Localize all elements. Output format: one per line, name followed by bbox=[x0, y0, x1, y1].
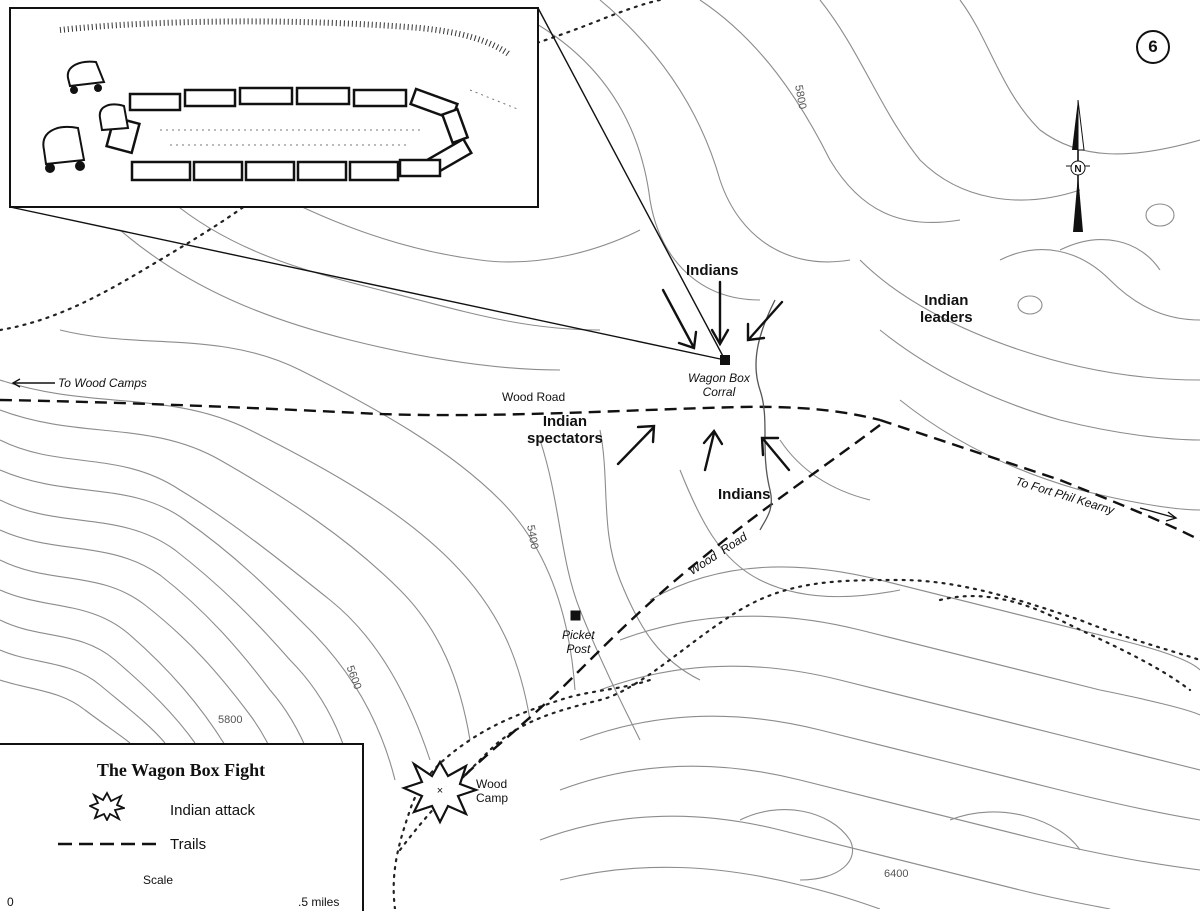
label-indians-north: Indians bbox=[686, 262, 739, 279]
scale-start: 0 bbox=[7, 895, 14, 909]
corral-creek bbox=[755, 299, 776, 531]
arrow-to-wood-camps bbox=[11, 378, 55, 388]
scale-title: Scale bbox=[143, 873, 174, 887]
legend-label-trails: Trails bbox=[170, 836, 207, 853]
label-indian-spectators: Indian spectators bbox=[527, 413, 603, 447]
wood-road-trail bbox=[0, 398, 881, 422]
wood-road-diagonal-trail bbox=[454, 424, 881, 786]
label-wood-road-upper: Wood Road bbox=[502, 390, 566, 404]
corral-inset bbox=[9, 7, 539, 208]
explosion-icon: × bbox=[400, 759, 480, 825]
arrow-indians-north-left bbox=[661, 288, 698, 350]
legend-label-indian-attack: Indian attack bbox=[170, 802, 256, 819]
arrow-indians-north-right bbox=[746, 300, 784, 342]
picket-post-marker bbox=[570, 610, 581, 621]
label-indian-leaders: Indian leaders bbox=[920, 292, 973, 326]
arrow-indians-north-center bbox=[710, 280, 730, 347]
scale-end: .5 miles bbox=[298, 895, 340, 909]
direction-arrows bbox=[11, 378, 1178, 522]
label-picket-post: Picket Post bbox=[562, 628, 595, 656]
wagon-box-corral-marker bbox=[720, 355, 730, 365]
north-arrow-icon: N bbox=[1066, 99, 1090, 232]
legend-explosion-icon bbox=[89, 791, 125, 821]
label-to-wood-camps: To Wood Camps bbox=[58, 376, 147, 390]
legend-trail-line-icon bbox=[58, 842, 158, 846]
contour-label: 6400 bbox=[884, 868, 909, 880]
arrow-spectators bbox=[616, 424, 656, 466]
attack-arrows bbox=[616, 280, 791, 472]
contour-label: 5800 bbox=[218, 714, 243, 726]
legend-title: The Wagon Box Fight bbox=[96, 760, 266, 780]
arrow-to-fort-phil-kearny bbox=[1139, 507, 1178, 522]
label-wood-camp: Wood Camp bbox=[476, 777, 509, 805]
inset-leader-lines bbox=[9, 7, 726, 361]
arrow-indians-south-right bbox=[760, 436, 791, 472]
north-letter: N bbox=[1074, 164, 1081, 175]
trails bbox=[0, 398, 1200, 786]
svg-text:×: × bbox=[437, 785, 443, 797]
map-legend: The Wagon Box Fight Indian attack Trails… bbox=[0, 743, 364, 911]
label-indians-south: Indians bbox=[718, 486, 771, 503]
arrow-indians-south-center bbox=[702, 428, 724, 472]
sheet-number-badge: 6 bbox=[1136, 30, 1170, 64]
fort-phil-kearny-trail bbox=[879, 418, 1200, 542]
label-wagon-box-corral: Wagon Box Corral bbox=[688, 371, 750, 399]
